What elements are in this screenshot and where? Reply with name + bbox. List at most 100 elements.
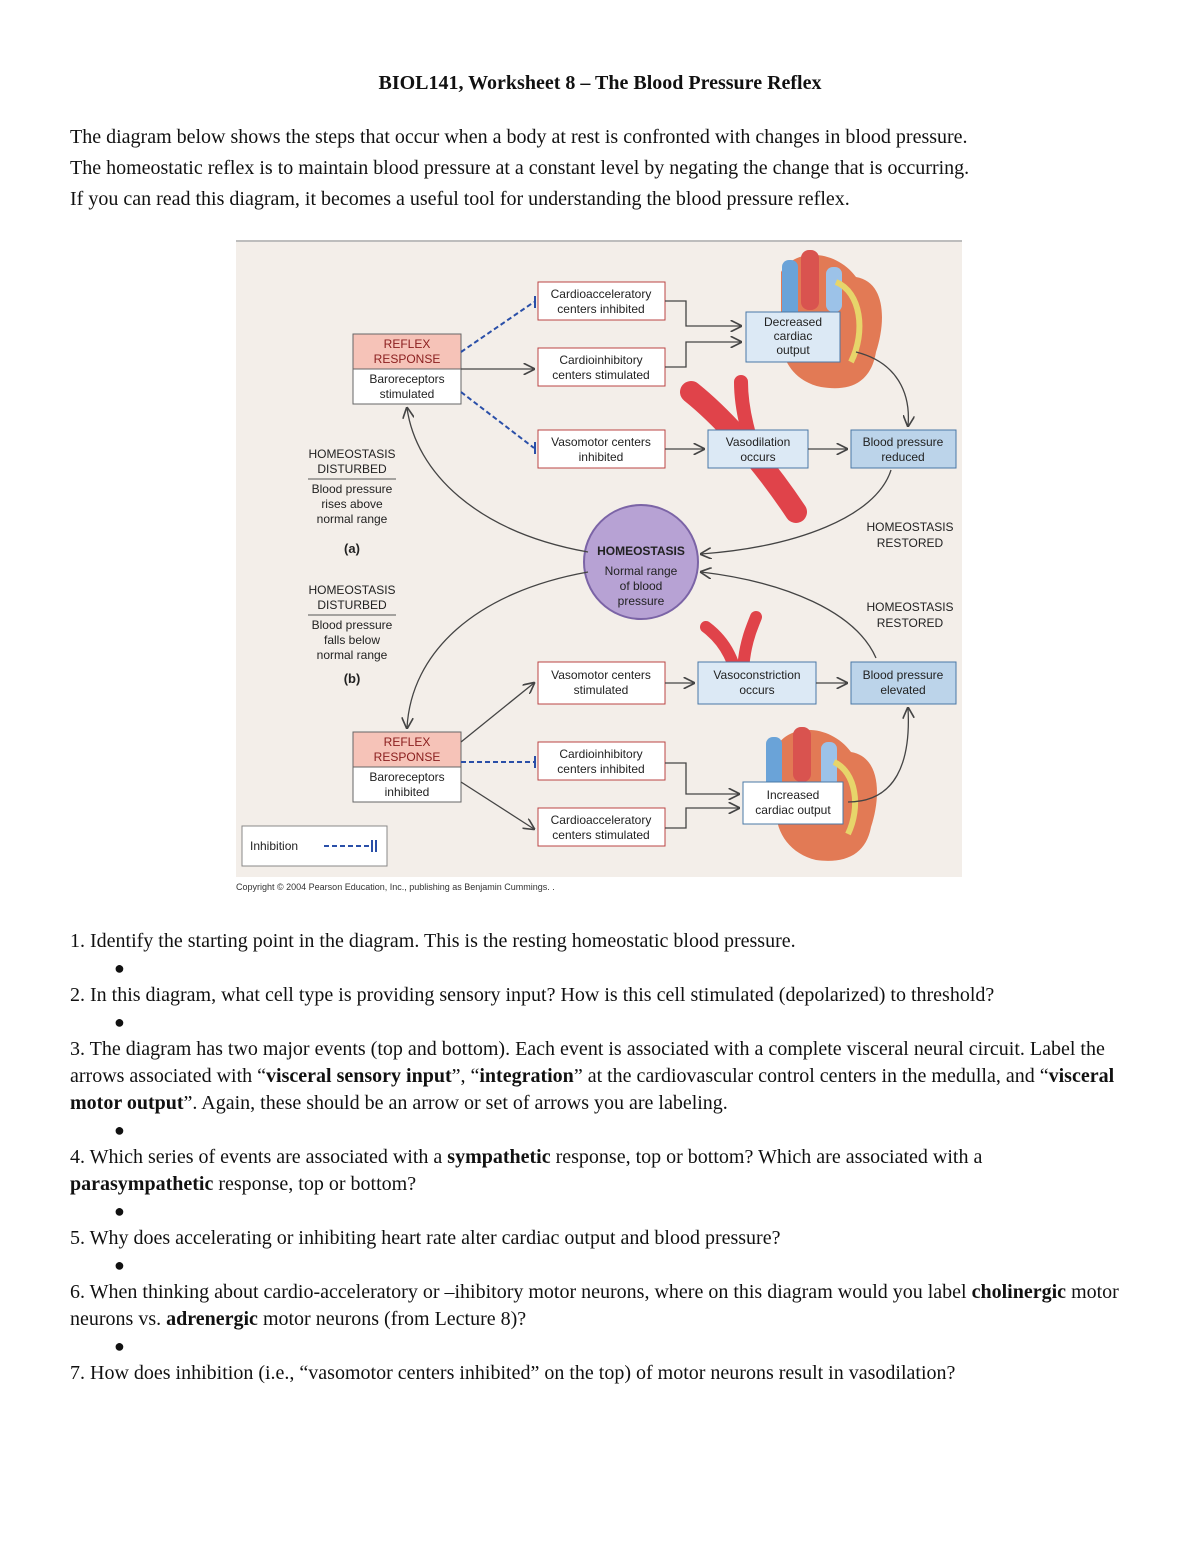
svg-text:reduced: reduced — [881, 450, 924, 464]
svg-text:Cardioacceleratory: Cardioacceleratory — [551, 287, 652, 301]
part-letter-b: (b) — [344, 671, 361, 686]
top-inhibition-arrows — [460, 301, 535, 449]
svg-text:pressure: pressure — [618, 594, 665, 608]
part-letter-a: (a) — [344, 541, 360, 556]
svg-text:centers inhibited: centers inhibited — [557, 302, 644, 316]
bottom-reflex-response-box: REFLEX RESPONSE Baroreceptors inhibited — [352, 731, 462, 803]
svg-text:occurs: occurs — [740, 450, 775, 464]
term-sympathetic: sympathetic — [447, 1146, 551, 1168]
vasomotor-stimulated-box: Vasomotor centers stimulated — [537, 661, 666, 705]
svg-text:HOMEOSTASIS: HOMEOSTASIS — [866, 520, 953, 534]
svg-text:REFLEX: REFLEX — [384, 735, 431, 749]
top-restored-label: HOMEOSTASIS RESTORED — [866, 520, 953, 550]
page-title: BIOL141, Worksheet 8 – The Blood Pressur… — [378, 72, 822, 94]
decreased-cardiac-output-box: Decreased cardiac output — [745, 311, 841, 363]
svg-text:Vasoconstriction: Vasoconstriction — [713, 668, 800, 682]
svg-text:stimulated: stimulated — [574, 683, 629, 697]
term-cholinergic: cholinergic — [971, 1281, 1067, 1303]
svg-text:Cardioacceleratory: Cardioacceleratory — [551, 813, 652, 827]
term-adrenergic: adrenergic — [166, 1308, 258, 1330]
svg-text:DISTURBED: DISTURBED — [317, 598, 387, 612]
blood-pressure-reflex-diagram: REFLEX RESPONSE Baroreceptors stimulated… — [236, 240, 962, 877]
answer-bullet: ● — [114, 1120, 125, 1140]
vasoconstriction-box: Vasoconstriction occurs — [697, 661, 817, 705]
bp-elevated-box: Blood pressure elevated — [850, 661, 957, 705]
svg-text:normal range: normal range — [317, 512, 388, 526]
svg-text:normal range: normal range — [317, 648, 388, 662]
top-arrows — [407, 300, 908, 554]
question-3: 3. The diagram has two major events (top… — [70, 1038, 1115, 1114]
svg-text:Blood pressure: Blood pressure — [312, 482, 393, 496]
cardioinhibitory-inhibited-box: Cardioinhibitory centers inhibited — [537, 741, 666, 781]
vasomotor-inhibited-box: Vasomotor centers inhibited — [537, 429, 666, 469]
intro-paragraph: The diagram below shows the steps that o… — [70, 122, 1140, 215]
svg-text:Blood pressure: Blood pressure — [863, 668, 944, 682]
bottom-disturbed-label: HOMEOSTASIS DISTURBED Blood pressure fal… — [308, 583, 396, 686]
bottom-arrows — [407, 572, 908, 829]
bp-reduced-box: Blood pressure reduced — [850, 429, 957, 469]
cardioacceleratory-stimulated-box: Cardioacceleratory centers stimulated — [537, 807, 666, 847]
figure-copyright: Copyright © 2004 Pearson Education, Inc.… — [236, 882, 555, 892]
svg-text:Cardioinhibitory: Cardioinhibitory — [559, 747, 642, 761]
top-disturbed-label: HOMEOSTASIS DISTURBED Blood pressure ris… — [308, 447, 396, 556]
legend-label: Inhibition — [250, 839, 298, 853]
svg-text:of blood: of blood — [620, 579, 663, 593]
svg-text:Vasomotor centers: Vasomotor centers — [551, 668, 651, 682]
answer-bullet: ● — [114, 1336, 125, 1356]
svg-text:rises above: rises above — [321, 497, 383, 511]
svg-text:centers inhibited: centers inhibited — [557, 762, 644, 776]
svg-text:inhibited: inhibited — [385, 785, 430, 799]
svg-text:RESTORED: RESTORED — [877, 536, 944, 550]
cardioinhibitory-stimulated-box: Cardioinhibitory centers stimulated — [537, 347, 666, 387]
svg-text:RESPONSE: RESPONSE — [374, 750, 441, 764]
reflex-title: REFLEX — [384, 337, 431, 351]
svg-text:HOMEOSTASIS: HOMEOSTASIS — [866, 600, 953, 614]
svg-text:RESTORED: RESTORED — [877, 616, 944, 630]
svg-text:Increased: Increased — [767, 788, 820, 802]
svg-text:HOMEOSTASIS: HOMEOSTASIS — [597, 544, 685, 558]
svg-text:inhibited: inhibited — [579, 450, 624, 464]
svg-text:DISTURBED: DISTURBED — [317, 462, 387, 476]
question-1: 1. Identify the starting point in the di… — [70, 930, 796, 952]
svg-text:Decreased: Decreased — [764, 315, 822, 329]
svg-text:HOMEOSTASIS: HOMEOSTASIS — [308, 583, 395, 597]
svg-text:cardiac output: cardiac output — [755, 803, 831, 817]
svg-text:centers stimulated: centers stimulated — [552, 368, 649, 382]
question-4: 4. Which series of events are associated… — [70, 1146, 983, 1195]
question-7: 7. How does inhibition (i.e., “vasomotor… — [70, 1362, 956, 1384]
inhibition-legend: Inhibition — [241, 825, 388, 867]
reflex-sub: Baroreceptors — [369, 372, 444, 386]
question-list: 1. Identify the starting point in the di… — [70, 928, 1130, 1387]
svg-text:elevated: elevated — [880, 683, 925, 697]
cardioacceleratory-inhibited-box: Cardioacceleratory centers inhibited — [537, 281, 666, 321]
answer-bullet: ● — [114, 958, 125, 978]
svg-text:Blood pressure: Blood pressure — [863, 435, 944, 449]
diagram-canvas: REFLEX RESPONSE Baroreceptors stimulated… — [241, 250, 957, 867]
svg-text:cardiac: cardiac — [774, 329, 813, 343]
increased-cardiac-output-box: Increased cardiac output — [742, 781, 844, 825]
svg-text:Vasomotor centers: Vasomotor centers — [551, 435, 651, 449]
question-6: 6. When thinking about cardio-accelerato… — [70, 1281, 1119, 1330]
answer-bullet: ● — [114, 1012, 125, 1032]
answer-bullet: ● — [114, 1255, 125, 1275]
term-visceral-motor-output: visceral motor output — [70, 1065, 1115, 1114]
svg-text:falls below: falls below — [324, 633, 380, 647]
reflex-sub: stimulated — [380, 387, 435, 401]
term-integration: integration — [479, 1065, 574, 1087]
svg-text:Blood pressure: Blood pressure — [312, 618, 393, 632]
intro-line: If you can read this diagram, it becomes… — [70, 188, 850, 210]
svg-text:Normal range: Normal range — [605, 564, 678, 578]
question-2: 2. In this diagram, what cell type is pr… — [70, 984, 995, 1006]
vasodilation-box: Vasodilation occurs — [707, 429, 809, 469]
reflex-title: RESPONSE — [374, 352, 441, 366]
intro-line: The diagram below shows the steps that o… — [70, 126, 968, 148]
homeostasis-circle: HOMEOSTASIS Normal range of blood pressu… — [583, 504, 699, 620]
svg-text:centers stimulated: centers stimulated — [552, 828, 649, 842]
question-5: 5. Why does accelerating or inhibiting h… — [70, 1227, 781, 1249]
svg-text:Vasodilation: Vasodilation — [726, 435, 791, 449]
top-reflex-response-box: REFLEX RESPONSE Baroreceptors stimulated — [352, 333, 462, 405]
answer-bullet: ● — [114, 1201, 125, 1221]
svg-text:occurs: occurs — [739, 683, 774, 697]
svg-text:Baroreceptors: Baroreceptors — [369, 770, 444, 784]
svg-text:output: output — [776, 343, 810, 357]
